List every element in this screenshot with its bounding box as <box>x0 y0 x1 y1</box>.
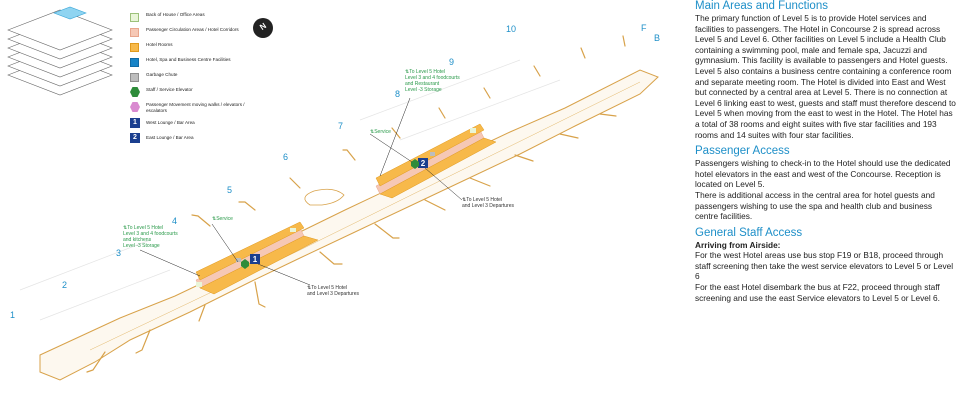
gate-label: 2 <box>62 280 68 290</box>
legend-label: Hotel, Spa and Business Centre Facilitie… <box>146 57 231 62</box>
staff-access-heading: General Staff Access <box>695 226 803 239</box>
hotel-rooms-swatch <box>130 43 139 52</box>
west-back-of-house <box>196 282 202 287</box>
concourse-outline <box>39 69 659 381</box>
gate-label: 3 <box>116 248 122 258</box>
legend-item-passenger-movement: Passenger Movement moving walks / elevat… <box>130 102 258 113</box>
gate-label: 6 <box>283 152 289 162</box>
legend-item-circulation: Passenger Circulation Areas / Hotel Corr… <box>130 27 258 37</box>
lift-icon: ⇅ <box>212 216 217 222</box>
gate-label: 5 <box>227 185 233 195</box>
lift-icon: ⇅ <box>307 285 312 291</box>
west-rooms-north <box>195 221 305 281</box>
legend-label: East Lounge / Bar Area <box>146 135 194 141</box>
staff-access-body-1: For the west Hotel areas use bus stop F1… <box>695 250 954 282</box>
map-legend: Back of House / Office Areas Passenger C… <box>130 12 258 148</box>
west-elevator-text: To Level 5 Hotel Level 3 and 4 foodcourt… <box>123 225 178 249</box>
west-garbage-chute <box>236 258 241 262</box>
info-panel: Main Areas and Functions The primary fun… <box>695 0 957 303</box>
north-arrow: N <box>253 18 273 38</box>
east-garbage-chute <box>430 152 435 156</box>
west-lounge-marker: 1 <box>250 254 260 264</box>
legend-label: West Lounge / Bar Area <box>146 120 195 126</box>
west-departures-text: To Level 5 Hotel and Level 3 Departures <box>307 285 359 297</box>
leader-lines <box>139 97 463 286</box>
lift-icon: ⇅ <box>123 225 128 231</box>
legend-item-garbage-chute: Garbage Chute <box>130 72 258 82</box>
legend-label: Staff / Service Elevator <box>146 87 193 92</box>
east-lounge-number: 2 <box>421 159 426 168</box>
east-service-elevator-icon <box>411 159 419 169</box>
level-5-highlight <box>53 6 87 20</box>
east-lounge-badge: 2 <box>130 133 140 144</box>
west-elevator-label: ⇅To Level 5 Hotel Level 3 and 4 foodcour… <box>123 225 178 249</box>
east-elevator-text: To Level 5 Hotel Level 3 and 4 foodcourt… <box>405 69 460 93</box>
lift-icon: ⇅ <box>370 129 375 135</box>
gate-label: 10 <box>506 24 517 34</box>
garbage-chute-swatch <box>130 73 139 82</box>
central-atrium <box>304 188 345 206</box>
east-rooms-south <box>379 137 497 199</box>
gate-label: B <box>654 33 661 43</box>
passenger-access-body-1: Passengers wishing to check-in to the Ho… <box>695 158 951 190</box>
gate-label: 9 <box>449 57 455 67</box>
legend-item-back-of-house: Back of House / Office Areas <box>130 12 258 22</box>
back-of-house-swatch <box>130 13 139 22</box>
circulation-swatch <box>130 28 139 37</box>
east-service-label: ⇅Service <box>370 129 391 135</box>
lift-icon: ⇅ <box>462 197 467 203</box>
concourse-inner-line <box>89 81 641 351</box>
lift-icon: ⇅ <box>405 69 410 75</box>
staff-access-subheading: Arriving from Airside: <box>695 239 781 250</box>
east-back-of-house <box>470 128 476 133</box>
gate-label: F <box>641 23 647 33</box>
legend-item-hotel-rooms: Hotel Rooms <box>130 42 258 52</box>
west-departures-label: ⇅To Level 5 Hotel and Level 3 Departures <box>307 285 359 297</box>
west-service-label: ⇅Service <box>212 216 233 222</box>
passenger-access-heading: Passenger Access <box>695 145 790 158</box>
east-departures-label: ⇅To Level 5 Hotel and Level 3 Departures <box>462 197 514 209</box>
legend-item-east-lounge: 2 East Lounge / Bar Area <box>130 133 258 144</box>
legend-label: Back of House / Office Areas <box>146 12 205 17</box>
west-back-of-house-2 <box>290 228 296 232</box>
east-elevator-label: ⇅To Level 5 Hotel Level 3 and 4 foodcour… <box>405 69 460 93</box>
gate-label: 4 <box>172 216 178 226</box>
gate-label: 7 <box>338 121 344 131</box>
passenger-movement-icon <box>130 102 140 112</box>
east-lounge-marker: 2 <box>418 158 428 168</box>
west-rooms-south <box>199 235 319 295</box>
west-service-elevator-icon <box>241 259 249 269</box>
legend-label: Hotel Rooms <box>146 42 173 47</box>
service-elevator-icon <box>130 87 140 97</box>
east-hotel-block <box>375 123 497 199</box>
legend-label: Passenger Movement moving walks / elevat… <box>146 102 245 113</box>
legend-item-service-elevator: Staff / Service Elevator <box>130 87 258 97</box>
concourse-map: 1 2 <box>7 6 659 381</box>
west-lounge-number: 1 <box>253 255 258 264</box>
legend-item-west-lounge: 1 West Lounge / Bar Area <box>130 118 258 129</box>
west-service-text: Service <box>216 216 233 222</box>
gate-label: 1 <box>10 310 16 320</box>
legend-item-facilities: Hotel, Spa and Business Centre Facilitie… <box>130 57 258 67</box>
legend-label: Passenger Circulation Areas / Hotel Corr… <box>146 27 239 32</box>
gate-label: 8 <box>395 89 401 99</box>
passenger-access-body-2: There is additional access in the centra… <box>695 189 935 222</box>
facilities-swatch <box>130 58 139 67</box>
gate-fingers <box>86 35 626 373</box>
east-departures-text: To Level 5 Hotel and Level 3 Departures <box>462 197 514 209</box>
main-areas-heading: Main Areas and Functions <box>695 0 828 12</box>
east-service-text: Service <box>374 129 391 135</box>
legend-label: Garbage Chute <box>146 72 178 77</box>
main-areas-body: The primary function of Level 5 is to pr… <box>695 13 956 140</box>
level-stack-key <box>7 9 113 96</box>
west-lounge-badge: 1 <box>130 118 140 129</box>
staff-access-body-2: For the east Hotel disembark the bus at … <box>695 282 940 303</box>
